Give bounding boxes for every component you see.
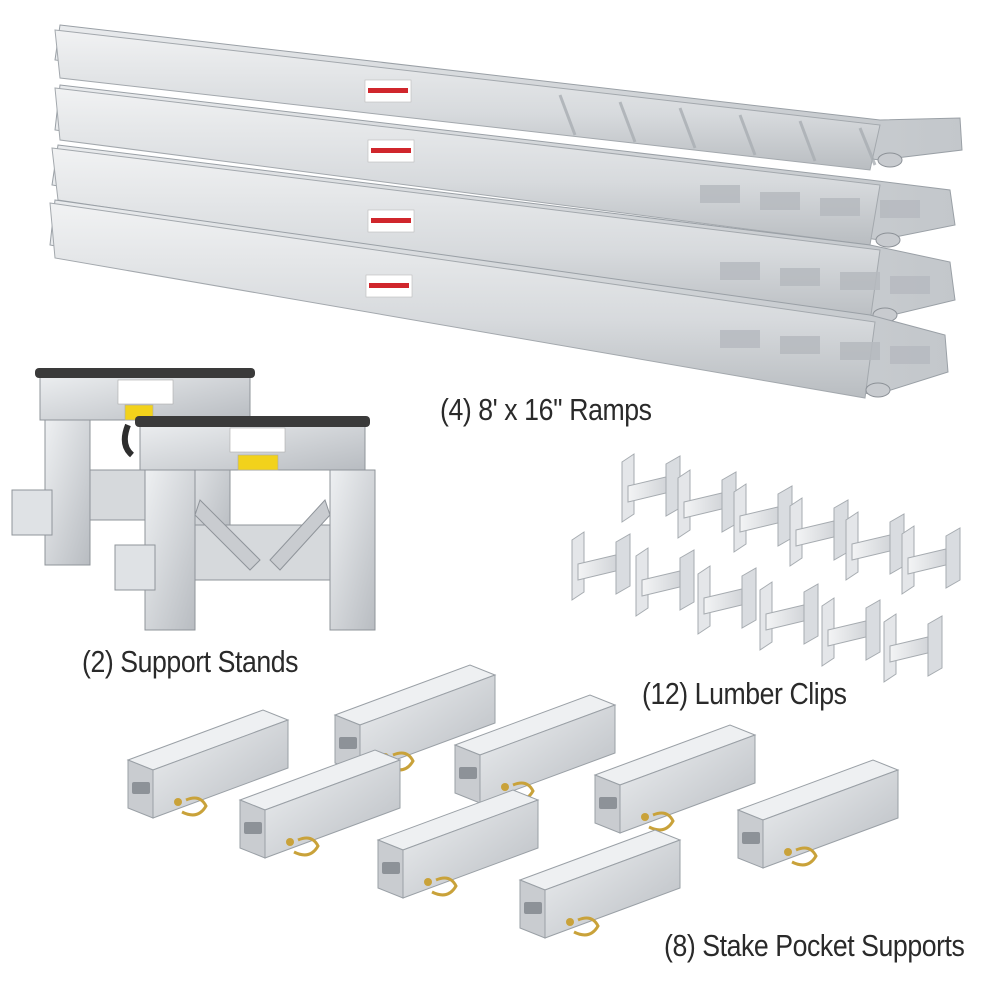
lumber-clip [883,613,943,683]
ramp [51,144,956,323]
ramps-stack [49,24,963,399]
ramp [49,199,949,399]
lumber-clips [571,453,961,683]
lumber-clip [821,597,881,667]
lumber-clip [571,531,631,601]
ramp [54,24,963,171]
lumber-clip [635,547,695,617]
ramp [54,84,956,248]
lumber-clip [759,581,819,651]
stake-pocket-support [376,789,540,899]
lumber-clip [677,469,737,539]
stake-pocket-supports-caption: (8) Stake Pocket Supports [664,928,965,963]
lumber-clip [733,483,793,553]
lumber-clip [789,497,849,567]
stake-pocket-supports [126,664,900,939]
stake-pocket-support [593,724,757,834]
support-stands-caption: (2) Support Stands [82,644,299,679]
lumber-clip [901,525,961,595]
stake-pocket-support [453,694,617,804]
lumber-clip [697,565,757,635]
ramps-caption: (4) 8' x 16'' Ramps [440,392,652,427]
stake-pocket-support [518,829,682,939]
lumber-clip [621,453,681,523]
support-stands [11,368,376,631]
stake-pocket-support [736,759,900,869]
lumber-clip [845,511,905,581]
stake-pocket-support [126,709,290,819]
lumber-clips-caption: (12) Lumber Clips [642,676,847,711]
support-stand [114,416,376,631]
stake-pocket-support [238,749,402,859]
